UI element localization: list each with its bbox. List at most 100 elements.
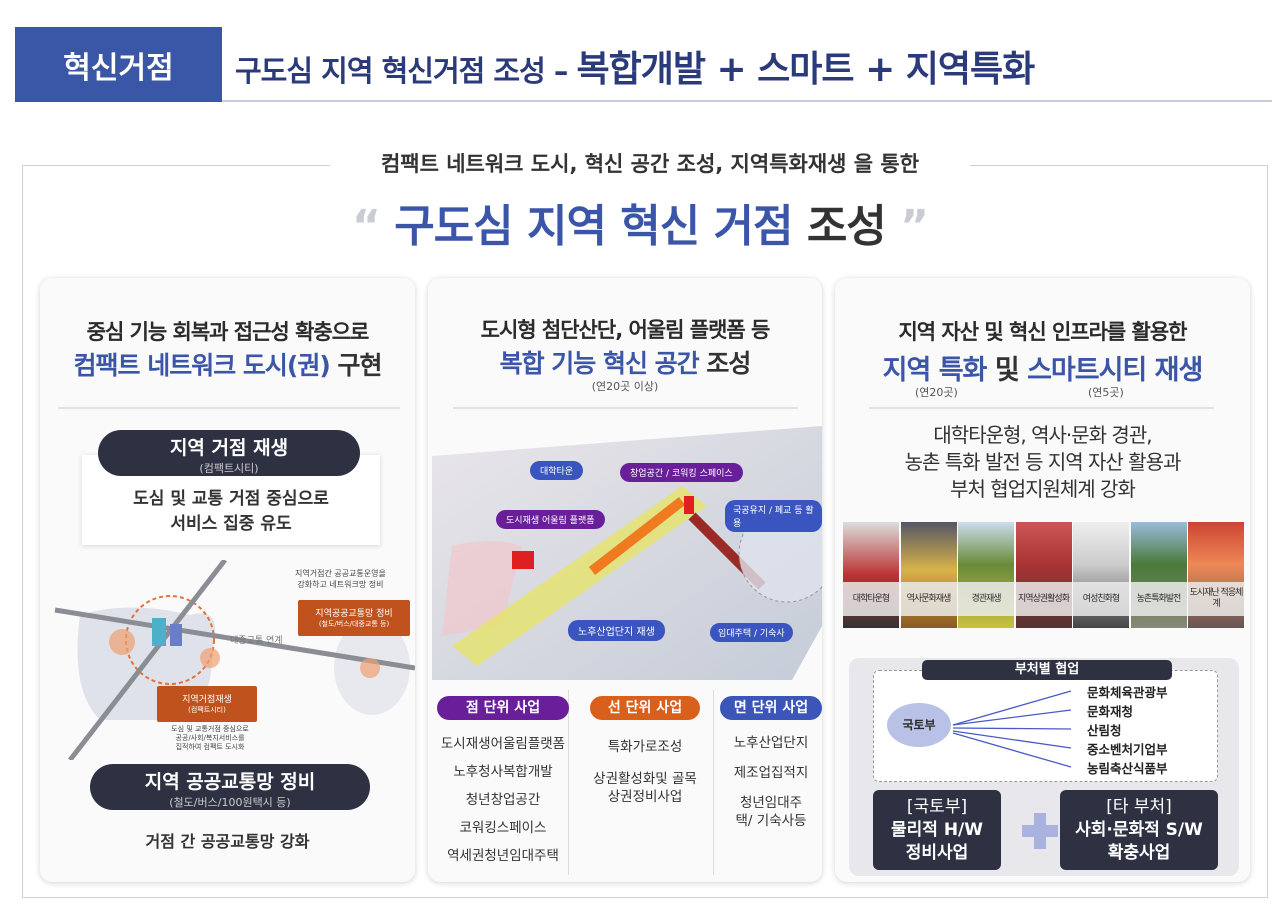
box-line: [타 부처] [1106, 797, 1172, 817]
divider [869, 407, 1214, 409]
middle-heading-blue: 복합 기능 혁신 공간 [499, 349, 700, 378]
right-heading-a: 지역 특화 [882, 355, 988, 386]
quote-open: “ [351, 201, 381, 252]
block1-sub: (컴팩트시티) [199, 462, 259, 475]
list-item: 청년임대주택/ 기숙사등 [735, 795, 807, 829]
photo-tile: 경관재생 [958, 522, 1014, 628]
photo-label: 여성친화형 [1073, 582, 1129, 616]
main-title-dark: 조성 [806, 201, 887, 252]
title-prefix: 구도심 지역 혁신거점 조성 – [235, 54, 577, 88]
area-project-list: 노후산업단지 제조업집적지 청년임대주택/ 기숙사등 [720, 734, 822, 830]
list-item: 청년창업공간 [465, 792, 541, 808]
list-item: 노후청사복합개발 [453, 764, 553, 780]
photo-label: 도시재난 적응체계 [1188, 582, 1244, 616]
ministry-item: 중소벤처기업부 [1087, 742, 1168, 757]
map-note-line: 강화하고 네트워크망 정비 [297, 580, 384, 589]
list-item: 특화가로조성 [607, 739, 683, 755]
line-project-list: 특화가로조성 상권활성화및 골목 상권정비사업 [590, 738, 700, 806]
ministry-item: 문화체육관광부 [1087, 685, 1168, 700]
rail-line [68, 560, 227, 760]
hw-project-box: [국토부] 물리적 H/W 정비사업 [873, 790, 1001, 870]
panel-innovation-space: 도시형 첨단산단, 어울림 플랫폼 등 복합 기능 혁신 공간 조성 (연20곳… [428, 278, 822, 882]
arrow [952, 730, 1072, 749]
map-desc-line: 공공/사회/복지서비스를 [175, 734, 245, 742]
arrow [952, 709, 1072, 726]
main-title-blue: 구도심 지역 혁신 거점 [394, 201, 793, 252]
panel-compact-city: 중심 기능 회복과 접근성 확충으로 컴팩트 네트워크 도시(권) 구현 도심 … [40, 278, 415, 882]
rail-line [54, 607, 415, 671]
note-smart: (연5곳) [1088, 386, 1124, 399]
sw-project-box: [타 부처] 사회·문화적 S/W 확충사업 [1060, 790, 1218, 870]
ministry-item: 농림축산식품부 [1087, 761, 1168, 776]
list-item: 상권활성화및 골목 상권정비사업 [593, 771, 697, 805]
slide-title: 구도심 지역 혁신거점 조성 – 복합개발 + 스마트 + 지역특화 [235, 40, 1035, 92]
middle-heading-2: 복합 기능 혁신 공간 조성 [428, 344, 822, 380]
map-label: 대학타운 [530, 461, 584, 480]
tag-line-projects: 선 단위 사업 [590, 696, 700, 720]
title-emphasis: 복합개발 + 스마트 + 지역특화 [576, 49, 1035, 90]
callout-title: 지역거점재생 [182, 695, 232, 705]
box-line: 사회·문화적 S/W [1075, 820, 1203, 840]
ministry-list: 문화체육관광부 문화재청 산림청 중소벤처기업부 농림축산식품부 [1087, 684, 1168, 777]
left-heading-dark: 구현 [337, 351, 382, 380]
box-line: 정비사업 [905, 843, 969, 863]
photo-label: 농촌특화발전 [1130, 582, 1187, 616]
map-label: 노후산업단지 재생 [568, 620, 665, 641]
quote-close: ” [900, 201, 929, 252]
note-regional: (연20곳) [915, 386, 958, 399]
arrow [952, 727, 1072, 730]
callout-sub: (철도/버스/대중교통 등) [318, 620, 390, 628]
callout-sub: (컴팩트시티) [188, 706, 226, 714]
list-item: 노후산업단지 [733, 735, 809, 751]
right-desc: 대학타운형, 역사·문화 경관, 농촌 특화 발전 등 지역 자산 활용과 부처… [835, 422, 1250, 503]
list-item: 코워킹스페이스 [459, 820, 547, 836]
photo-label: 지역상권활성화 [1015, 582, 1072, 616]
map-label: 임대주택 / 기숙사 [710, 623, 793, 642]
photo-tile: 지역상권활성화 [1015, 522, 1072, 628]
photo-tile: 역사문화재생 [900, 522, 957, 628]
collab-arrows [952, 690, 1072, 768]
right-heading-mid: 및 [994, 355, 1020, 386]
map-desc-line: 집적하여 컴팩트 도시화 [175, 743, 245, 751]
map-label: 창업공간 / 코워킹 스페이스 [620, 463, 743, 482]
block1-title: 지역 거점 재생 [169, 437, 289, 459]
desc-line: 농촌 특화 발전 등 지역 자산 활용과 [904, 450, 1182, 474]
right-heading-2: 지역 특화 및 스마트시티 재생 [835, 348, 1250, 387]
hub-ministry: 국토부 [887, 703, 951, 747]
intro-subtitle: 컴팩트 네트워크 도시, 혁신 공간 조성, 지역특화재생 을 통한 [330, 148, 970, 178]
map-note-line: 지역거점간 공공교통운영을 [295, 569, 386, 578]
ministry-item: 문화재청 [1087, 704, 1134, 719]
divider [453, 407, 798, 409]
block2-sub: (철도/버스/100원택시 등) [169, 796, 291, 809]
hub-ring [125, 595, 215, 685]
photo-tile: 도시재난 적응체계 [1188, 522, 1244, 628]
column-area: 면 단위 사업 노후산업단지 제조업집적지 청년임대주택/ 기숙사등 [720, 696, 822, 830]
list-item: 역세권청년임대주택 [447, 848, 559, 864]
arrow [952, 690, 1072, 726]
section-badge: 혁신거점 [15, 27, 222, 102]
desc-line: 대학타운형, 역사·문화 경관, [933, 423, 1152, 447]
panel-regional-smart: 지역 자산 및 혁신 인프라를 활용한 지역 특화 및 스마트시티 재생 (연2… [835, 278, 1250, 882]
middle-note: (연20곳 이상) [591, 380, 659, 393]
middle-heading-dark: 조성 [706, 349, 751, 378]
plus-icon [1022, 813, 1058, 849]
left-heading-2: 컴팩트 네트워크 도시(권) 구현 [40, 346, 415, 382]
photo-label: 경관재생 [958, 582, 1014, 616]
callout-title: 지역공공교통망 정비 [315, 609, 393, 619]
block1-desc-line: 서비스 집중 유도 [170, 514, 292, 534]
block2-desc: 거점 간 공공교통망 강화 [145, 832, 310, 851]
photo-tile: 여성친화형 [1073, 522, 1129, 628]
tag-area-projects: 면 단위 사업 [720, 696, 822, 720]
box-line: 확충사업 [1107, 843, 1171, 863]
ministry-item: 산림청 [1087, 723, 1122, 738]
callout-transit: 지역공공교통망 정비(철도/버스/대중교통 등) [298, 600, 410, 636]
block2-title: 지역 공공교통망 정비 [144, 771, 316, 793]
block1-desc-line: 도심 및 교통 거점 중심으로 [133, 489, 329, 509]
map-label: 도시재생 어울림 플랫폼 [496, 510, 605, 529]
header-divider [222, 100, 1272, 102]
collab-title: 부처별 협업 [922, 660, 1172, 680]
photo-label: 역사문화재생 [900, 582, 957, 616]
